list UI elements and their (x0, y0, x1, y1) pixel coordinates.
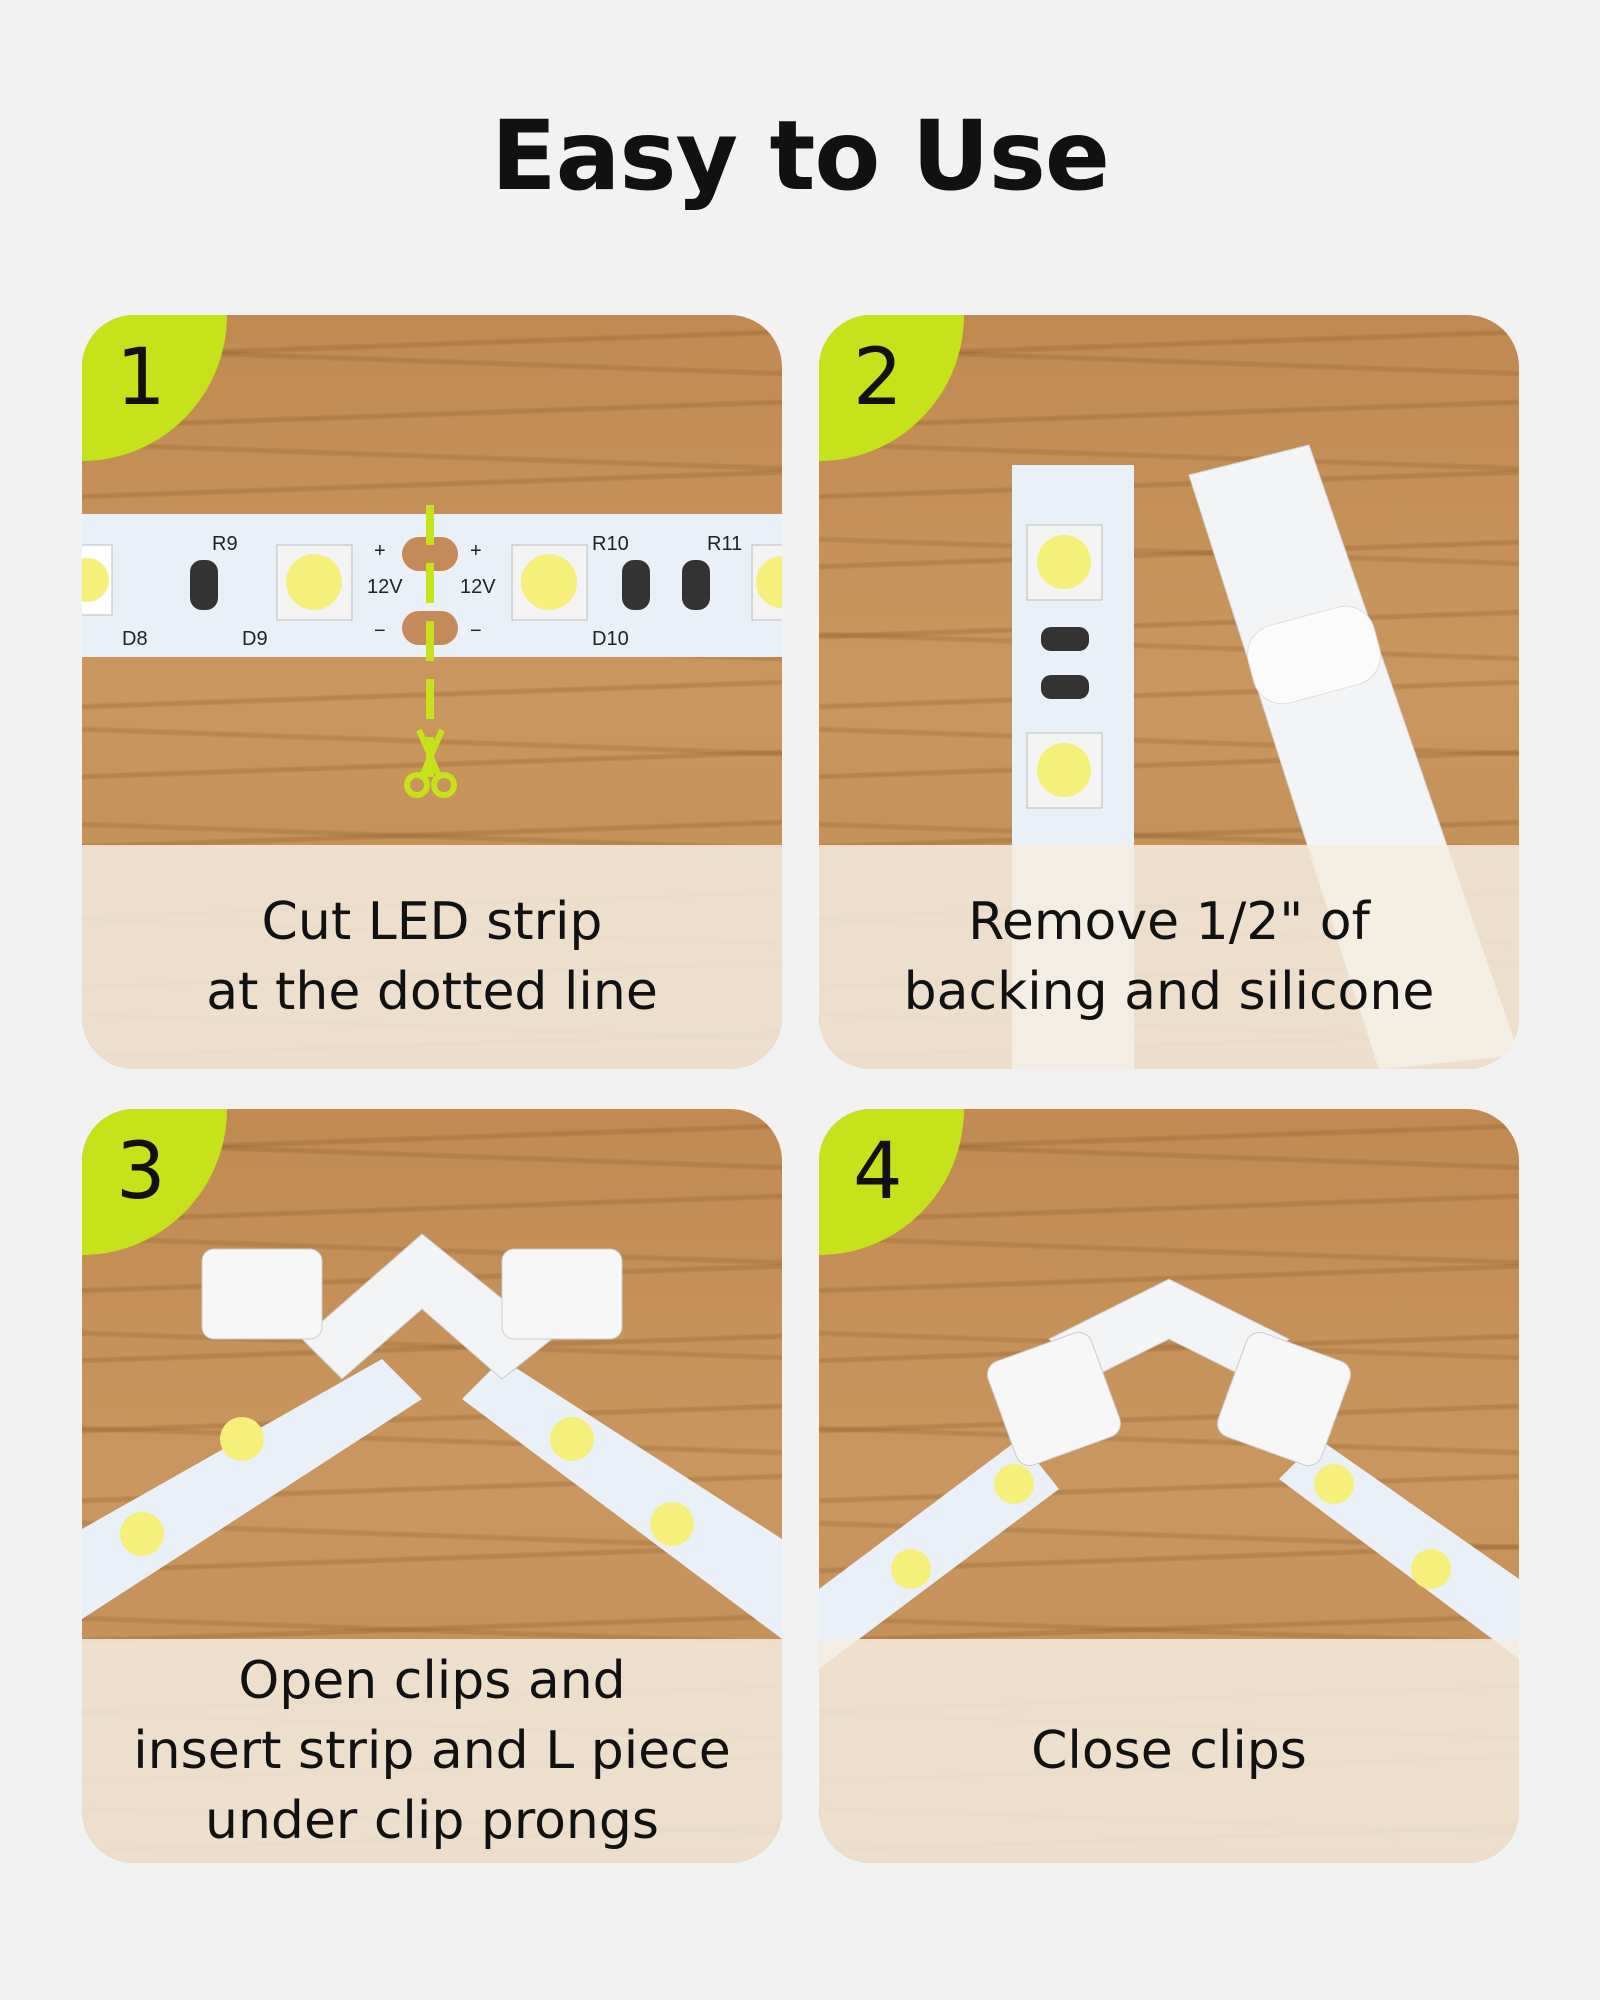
caption-line: Cut LED strip (261, 892, 603, 952)
step-card-4: 4 Close clips (819, 1109, 1519, 1863)
step-caption: Remove 1/2" of backing and silicone (819, 845, 1519, 1069)
step-caption: Close clips (819, 1639, 1519, 1863)
led-strip-cut-photo: R9 R10 R11 D8 D9 D10 12V 12V + + − − (82, 505, 782, 798)
closed-clips-photo (819, 1278, 1519, 1669)
step-number: 2 (853, 333, 903, 423)
page-title: Easy to Use (491, 100, 1110, 212)
label-12v-left: 12V (367, 576, 403, 598)
label-plus-right: + (470, 540, 482, 562)
label-minus-right: − (470, 620, 482, 642)
scissors-icon (404, 728, 457, 798)
label-d10: D10 (592, 628, 629, 650)
caption-line: backing and silicone (903, 962, 1435, 1022)
open-clips-photo (82, 1233, 782, 1639)
caption-line: Close clips (1031, 1721, 1307, 1781)
step-card-2: 2 Remove 1/2" of backing and silicone (819, 315, 1519, 1069)
label-r11: R11 (707, 533, 742, 555)
caption-line: at the dotted line (206, 962, 658, 1022)
caption-line: Remove 1/2" of (968, 892, 1370, 952)
step-caption: Cut LED strip at the dotted line (82, 845, 782, 1069)
step-number: 3 (116, 1127, 166, 1217)
caption-line: insert strip and L piece (133, 1721, 731, 1781)
label-minus-left: − (374, 620, 386, 642)
label-plus-left: + (374, 540, 386, 562)
step-badge: 3 (82, 1109, 227, 1255)
label-r9: R9 (212, 533, 238, 555)
label-12v-right: 12V (460, 576, 496, 598)
step-number: 4 (853, 1127, 903, 1217)
step-card-1: R9 R10 R11 D8 D9 D10 12V 12V + + − − 1 C… (82, 315, 782, 1069)
caption-line: Open clips and (238, 1651, 626, 1711)
step-card-3: 3 Open clips and insert strip and L piec… (82, 1109, 782, 1863)
label-d8: D8 (122, 628, 148, 650)
step-caption: Open clips and insert strip and L piece … (82, 1639, 782, 1863)
label-r10: R10 (592, 533, 629, 555)
step-number: 1 (116, 333, 166, 423)
label-d9: D9 (242, 628, 268, 650)
caption-line: under clip prongs (205, 1791, 659, 1851)
